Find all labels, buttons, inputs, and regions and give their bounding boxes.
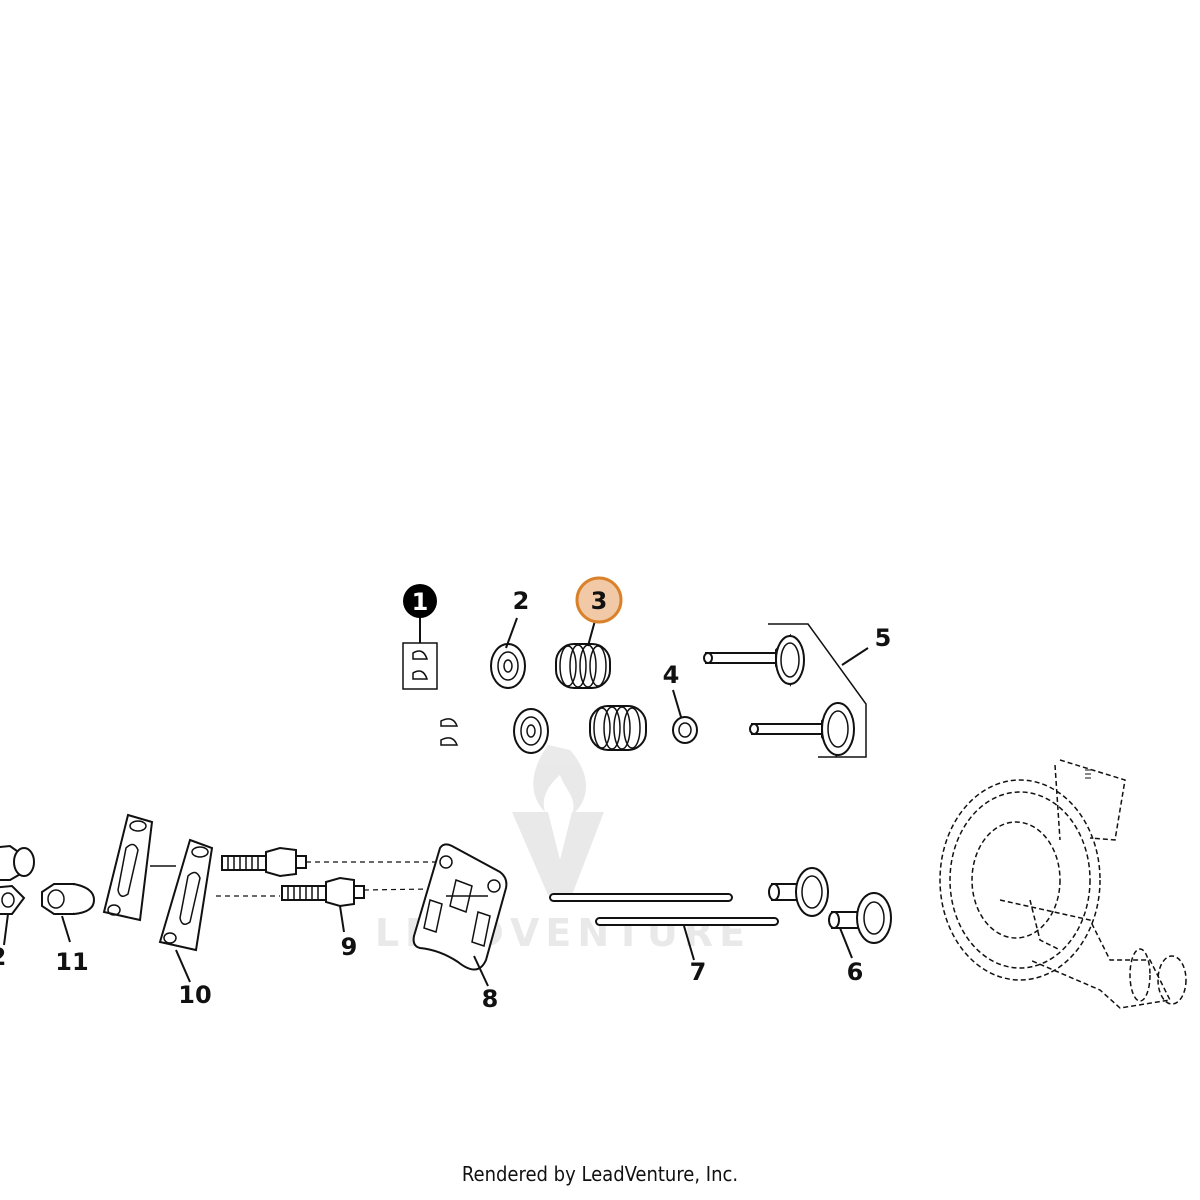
callout-1-label: 1 (412, 588, 429, 616)
callout-4-label: 4 (663, 661, 680, 689)
callout-10-label: 10 (178, 981, 211, 1009)
callout-9-label: 9 (341, 933, 358, 961)
callout-3-selected[interactable]: 3 (575, 576, 623, 624)
callout-8-label: 8 (482, 985, 499, 1013)
part-7-push-rods[interactable] (549, 893, 779, 926)
part-8-guide-plate[interactable] (412, 843, 508, 971)
callout-1[interactable]: 1 (403, 584, 437, 618)
part-6-tappets[interactable] (768, 867, 892, 944)
part-11-nut[interactable] (41, 883, 96, 915)
callout-11-label: 11 (55, 948, 88, 976)
part-4-stem-seal[interactable] (672, 716, 698, 744)
callout-12-label: 2 (0, 943, 6, 971)
part-10-rocker-arms[interactable] (102, 813, 214, 952)
callout-6-label: 6 (847, 958, 864, 986)
camshaft-reference (939, 759, 1187, 1009)
footer-credit: Rendered by LeadVenture, Inc. (461, 1162, 739, 1186)
part-12-nuts[interactable] (0, 844, 35, 915)
part-3-valve-spring[interactable] (555, 643, 647, 751)
callout-5-label: 5 (875, 624, 892, 652)
callout-2-label: 2 (513, 587, 530, 615)
part-2-retainer[interactable] (490, 643, 549, 754)
callout-7-label: 7 (690, 958, 707, 986)
callout-3-label: 3 (591, 587, 608, 615)
part-1-keepers[interactable] (402, 642, 459, 746)
part-5-valves[interactable] (703, 633, 855, 758)
part-9-studs[interactable] (221, 846, 365, 908)
